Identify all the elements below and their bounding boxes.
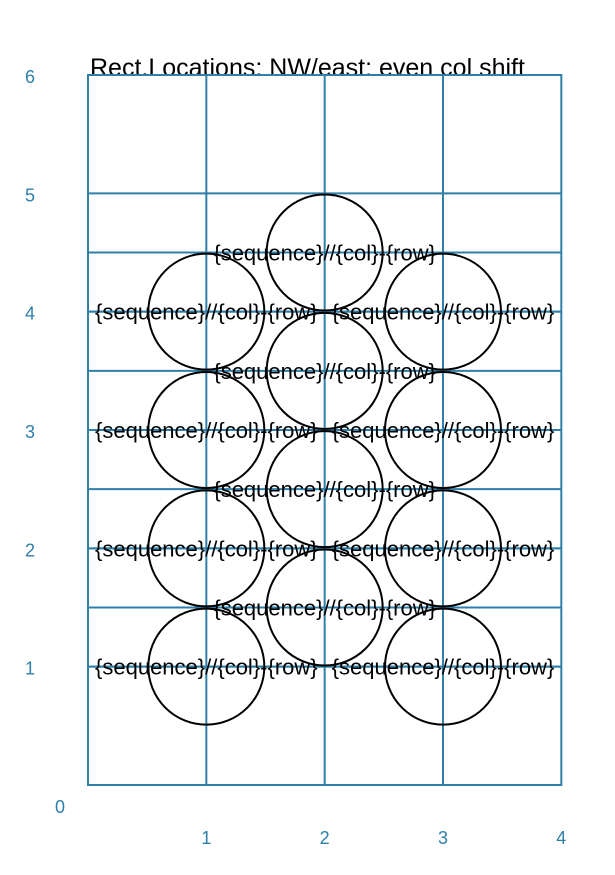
location-label: {sequence}//{col}-{row} [95,536,318,561]
location-label: {sequence}//{col}-{row} [213,596,436,621]
circle-layer [147,193,502,726]
location-circle [265,193,384,312]
location-circle [383,489,502,608]
axis-layer: 0 1 2 3 4 6 5 4 3 2 1 [25,67,566,848]
location-label: {sequence}//{col}-{row} [213,477,436,502]
x-tick-label: 1 [201,828,211,848]
location-circle [147,489,266,608]
location-circle [383,252,502,371]
x-tick-label: 4 [556,828,566,848]
location-label: {sequence}//{col}-{row} [332,418,555,443]
location-label: {sequence}//{col}-{row} [332,655,555,680]
y-tick-label: 6 [25,67,35,87]
location-circle [265,430,384,549]
y-tick-label: 5 [25,185,35,205]
location-circle [383,371,502,490]
y-tick-label: 3 [25,422,35,442]
location-label: {sequence}//{col}-{row} [213,241,436,266]
location-label: {sequence}//{col}-{row} [213,359,436,384]
location-label: {sequence}//{col}-{row} [332,300,555,325]
origin-label: 0 [55,797,65,817]
y-tick-label: 2 [25,540,35,560]
x-tick-label: 3 [438,828,448,848]
location-label: {sequence}//{col}-{row} [95,418,318,443]
location-circle [147,371,266,490]
label-layer: {sequence}//{col}-{row} {sequence}//{col}… [95,241,554,680]
location-circle [383,607,502,726]
location-circle [147,607,266,726]
location-label: {sequence}//{col}-{row} [332,536,555,561]
location-circle [265,311,384,430]
grid-layer [87,74,563,786]
y-tick-label: 4 [25,304,35,324]
x-tick-label: 2 [320,828,330,848]
location-circle [265,548,384,667]
location-label: {sequence}//{col}-{row} [95,300,318,325]
location-label: {sequence}//{col}-{row} [95,655,318,680]
location-circle [147,252,266,371]
diagram-title: Rect.Locations: NW/east: even col shift [90,54,525,82]
y-tick-label: 1 [25,659,35,679]
